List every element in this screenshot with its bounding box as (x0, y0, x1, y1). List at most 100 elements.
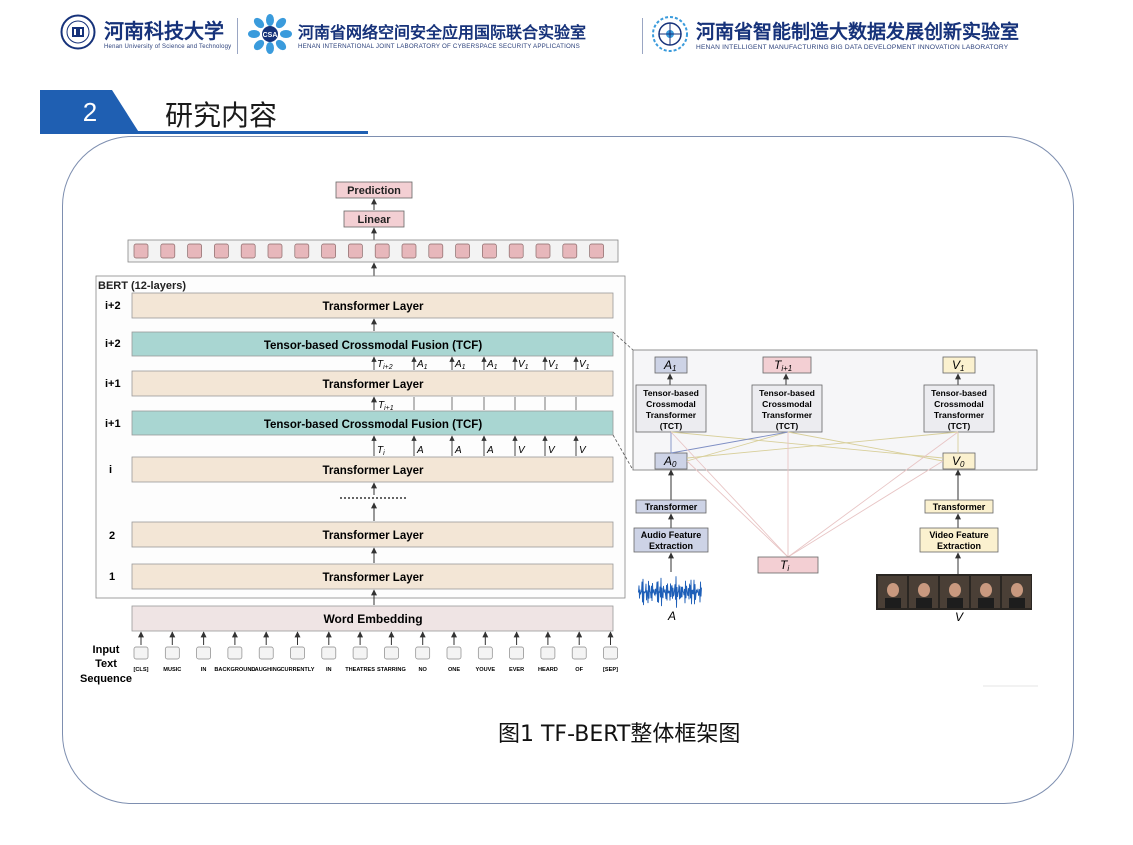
tcf-box-mid (131, 410, 614, 436)
tcf-input-label: A (486, 445, 494, 456)
zoom-line-top (612, 331, 634, 351)
audio-feature-label-1: Audio Feature (641, 530, 702, 540)
face-shape (887, 583, 899, 597)
face-shape (918, 583, 930, 597)
torso-shape (947, 598, 963, 608)
word-embedding-box (131, 605, 614, 632)
tcf-top-label: Tensor-based Crossmodal Fusion (TCF) (264, 340, 482, 352)
a0-label: A0 (663, 454, 677, 469)
csa-badge-text: CSA (263, 32, 278, 39)
tct-video-label: (TCT) (948, 421, 971, 431)
input-token-label: YOUVE (476, 667, 496, 673)
output-token-square (455, 243, 470, 259)
output-token-square (187, 243, 202, 259)
word-embedding-label: Word Embedding (323, 612, 422, 626)
tcf-input-label: A (454, 445, 462, 456)
transformer-layer-2 (131, 521, 614, 548)
input-token-label: ONE (448, 667, 460, 673)
ti1-out-box (762, 356, 812, 374)
input-label-2: Text (95, 658, 117, 670)
lab2-sub: HENAN INTELLIGENT MANUFACTURING BIG DATA… (696, 44, 1009, 51)
output-token-square (294, 243, 310, 259)
output-token-square (589, 243, 604, 259)
output-token-square (214, 243, 229, 259)
university-name: 河南科技大学 (104, 18, 224, 43)
transformer-layer-i (131, 456, 614, 483)
output-tokens (133, 243, 604, 259)
layer-label-i: i (109, 464, 112, 476)
tcf-input-label: V (548, 445, 556, 456)
tcf-input-label: A1 (454, 359, 466, 371)
transformer-layer-1-label: Transformer Layer (323, 572, 425, 584)
a1-out-label: A1 (663, 358, 676, 373)
input-token-box (164, 646, 180, 660)
tct-text-label: Tensor-based (759, 388, 815, 398)
transformer-layer-top (131, 292, 614, 319)
face-shape (980, 583, 992, 597)
transformer-layer-top-label: Transformer Layer (323, 301, 425, 313)
a1-out-box (654, 356, 688, 374)
input-token-label: CURRENTLY (281, 667, 315, 673)
tct-video-label: Crossmodal (934, 399, 984, 409)
tcf-input-label: V (518, 445, 526, 456)
audio-a-label: A (667, 609, 676, 623)
tcf-mid-label: Tensor-based Crossmodal Fusion (TCF) (264, 419, 482, 431)
tct-text-box (751, 384, 823, 433)
tct-video-label: Tensor-based (931, 388, 987, 398)
tct-audio-label: Crossmodal (646, 399, 696, 409)
tcf-input-label: A1 (416, 359, 428, 371)
lab2-logo-block: 河南省智能制造大数据发展创新实验室 HENAN INTELLIGENT MANU… (650, 14, 1019, 54)
layer-label-tcf-i1: i+1 (105, 418, 121, 430)
tcf-input-label: V1 (548, 359, 559, 371)
university-sub: Henan University of Science and Technolo… (104, 43, 232, 50)
input-token-box (509, 646, 524, 660)
input-token-label: BACKGROUND (214, 667, 255, 673)
audio-feature-box (633, 527, 709, 553)
face-shape (949, 583, 961, 597)
audio-waveform (638, 576, 702, 608)
lab1-name: 河南省网络空间安全应用国际联合实验室 (298, 22, 587, 42)
layer-label-i2: i+2 (105, 300, 121, 312)
torso-shape (916, 598, 932, 608)
tct-audio-label: Transformer (646, 410, 697, 420)
input-token-box (352, 646, 368, 660)
linear-label: Linear (357, 214, 391, 226)
input-token-box (415, 646, 431, 660)
university-logo-block: 河南科技大学 Henan University of Science and T… (60, 14, 231, 50)
figure-caption: 图1 TF-BERT整体框架图 (498, 722, 741, 747)
input-token-label: NO (419, 667, 428, 673)
mid-connectors (413, 397, 577, 410)
input-token-box (258, 646, 274, 660)
tct-boxes: Tensor-basedCrossmodalTransformer(TCT)Te… (635, 373, 995, 433)
ti-input-box (757, 556, 819, 574)
input-token-label: [SEP] (603, 667, 618, 673)
header-divider (237, 18, 238, 54)
video-v-label: V (955, 610, 964, 624)
video-transformer-box (924, 499, 994, 514)
input-token-label: MUSIC (163, 667, 181, 673)
linear-box (343, 210, 405, 228)
v1-out-box (942, 356, 976, 374)
output-token-square (374, 243, 390, 259)
layer-label-tcf-i2: i+2 (105, 338, 121, 350)
tct-audio-label: Tensor-based (643, 388, 699, 398)
video-feature-label-1: Video Feature (929, 530, 988, 540)
layer-label-1: 1 (109, 571, 115, 583)
waveform-path (638, 576, 702, 608)
network-globe-icon (652, 16, 688, 52)
university-seal-icon (60, 14, 96, 50)
input-token-box (227, 646, 243, 660)
tct-audio-box (635, 384, 707, 433)
torso-shape (978, 598, 994, 608)
tcf-box-top (131, 331, 614, 357)
output-token-square (321, 243, 336, 259)
input-token-label: THEATRES (345, 667, 375, 673)
layer-label-2: 2 (109, 530, 115, 542)
tct-video-box (923, 384, 995, 433)
transformer-layer-i-label: Transformer Layer (323, 465, 425, 477)
tcf-input-label: V (579, 445, 587, 456)
input-token-label: HEARD (538, 667, 558, 673)
